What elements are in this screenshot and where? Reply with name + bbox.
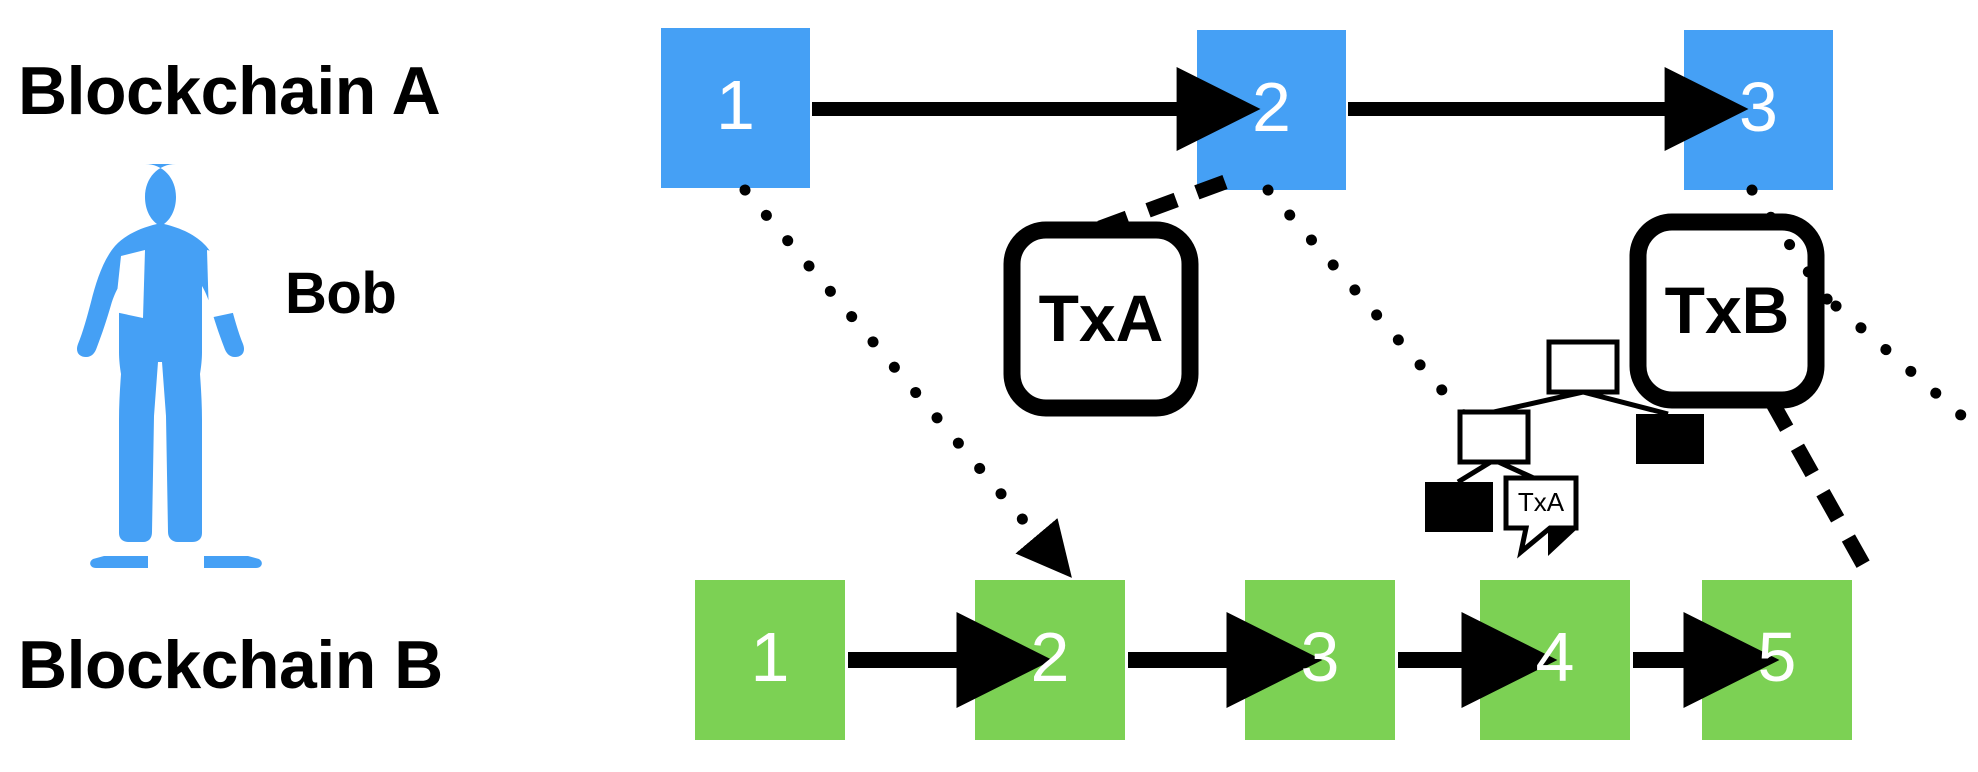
merkle-leaf-left	[1425, 482, 1493, 532]
chain-a-block-3[interactable]	[1684, 30, 1833, 190]
chain-b-block-5[interactable]	[1702, 580, 1852, 740]
link-a1-to-b2	[739, 184, 1072, 578]
merkle-node-root	[1546, 339, 1620, 395]
merkle-node-left	[1457, 409, 1531, 465]
merkle-leaf-txa-callout	[1503, 475, 1579, 559]
chain-b-block-1[interactable]	[695, 580, 845, 740]
transaction-box-txa[interactable]	[1003, 221, 1199, 417]
merkle-tree	[1425, 339, 1704, 559]
merkle-node-right	[1636, 414, 1704, 464]
merkle-leaf-txa-tail	[1548, 528, 1578, 556]
chain-b-block-2[interactable]	[975, 580, 1125, 740]
link-a3-to-offscreen-right	[1830, 300, 1978, 436]
link-a2-to-merkle	[1262, 184, 1474, 426]
merkle-edge-root-left	[1493, 389, 1584, 415]
merkle-edge-root-right	[1582, 389, 1669, 417]
chain-a-block-2[interactable]	[1197, 30, 1346, 190]
chain-a-title: Blockchain A	[18, 53, 441, 129]
avatar-bob-icon	[76, 164, 262, 568]
chain-b-block-4[interactable]	[1480, 580, 1630, 740]
link-a2-to-txa	[1097, 174, 1228, 236]
chain-a-block-1[interactable]	[661, 28, 810, 188]
link-txb-to-b5	[1765, 398, 1879, 584]
chain-b-block-3[interactable]	[1245, 580, 1395, 740]
transaction-box-txb[interactable]	[1629, 213, 1825, 409]
actor-label-bob: Bob	[285, 261, 397, 326]
chain-b-title: Blockchain B	[18, 627, 443, 703]
